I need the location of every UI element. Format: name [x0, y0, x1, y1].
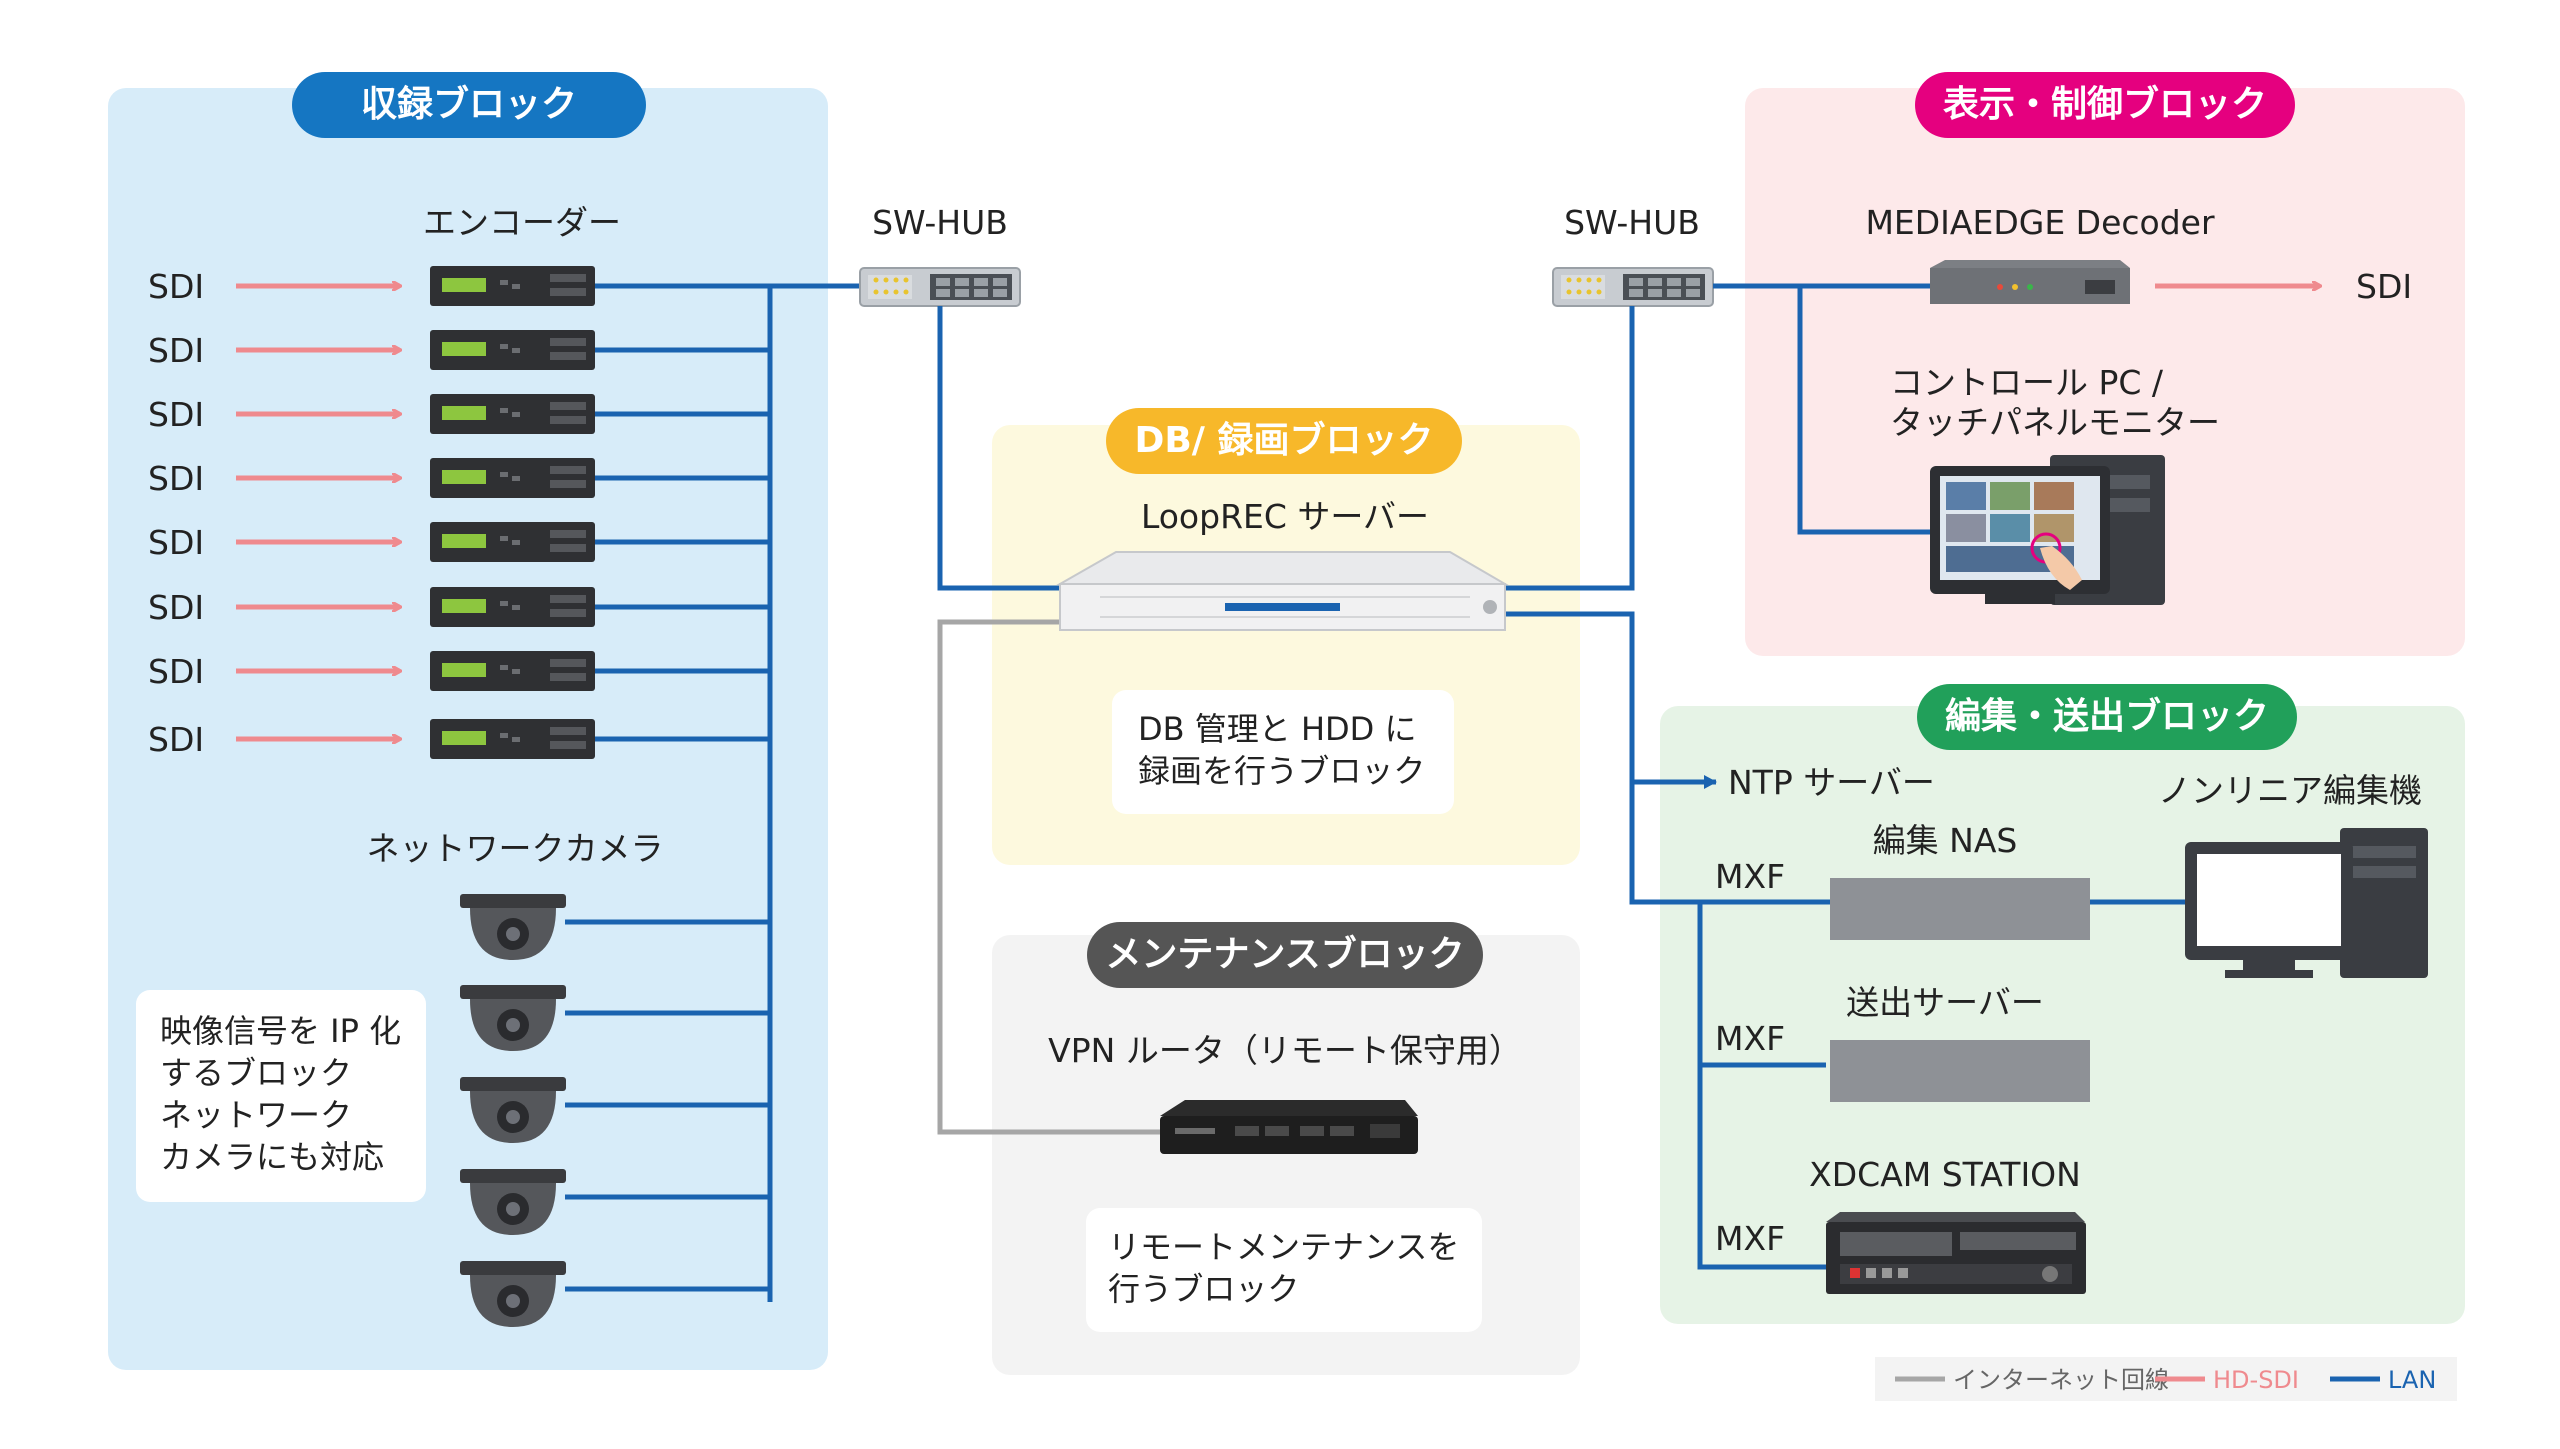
- maintenance-block-pill: メンテナンスブロック: [1087, 922, 1483, 988]
- edit-nas-icon: [1830, 878, 2090, 940]
- recording-note-text: 映像信号を IP 化 するブロック ネットワーク カメラにも対応: [160, 1012, 411, 1176]
- encoder-icon: [430, 522, 595, 562]
- control-pc-title-line: コントロール PC /: [1890, 363, 2164, 402]
- maintenance-note-text: リモートメンテナンスを 行うブロック: [1108, 1228, 1470, 1308]
- internet-link: [937, 619, 1160, 1135]
- right-hub-label: SW-HUB: [1564, 203, 1700, 242]
- control-pc-title-line: タッチパネルモニター: [1890, 403, 2220, 442]
- sdi-input-label: SDI: [148, 267, 204, 306]
- playout-server-icon: [1830, 1040, 2090, 1102]
- db-note-line: DB 管理と HDD に: [1138, 710, 1416, 748]
- db-block-pill: DB/ 録画ブロック: [1106, 408, 1462, 474]
- right-switch-hub-icon: [1552, 267, 1714, 307]
- control-pc-touch-monitor-icon: [1930, 455, 2165, 605]
- playout-server-title: 送出サーバー: [1846, 983, 2044, 1022]
- network-camera-icon: [460, 1261, 566, 1327]
- sdi-input-label: SDI: [148, 588, 204, 627]
- db-note: DB 管理と HDD に 録画を行うブロック: [1112, 690, 1454, 814]
- legend-hd-sdi-label: HD-SDI: [2213, 1366, 2299, 1394]
- sdi-input-label: SDI: [148, 395, 204, 434]
- mxf-label: MXF: [1715, 1019, 1785, 1058]
- nle-title: ノンリニア編集機: [2158, 771, 2422, 810]
- legend-internet-label: インターネット回線: [1953, 1366, 2169, 1394]
- network-camera-icon: [460, 894, 566, 960]
- maintenance-note: リモートメンテナンスを 行うブロック: [1086, 1208, 1482, 1332]
- left-hub-label: SW-HUB: [872, 203, 1008, 242]
- ntp-server-label: NTP サーバー: [1728, 763, 1935, 802]
- network-camera-stack: [460, 894, 770, 1327]
- sdi-input-label: SDI: [148, 459, 204, 498]
- network-camera-icon: [460, 985, 566, 1051]
- mxf-label: MXF: [1715, 1219, 1785, 1258]
- encoder-stack: [430, 266, 770, 759]
- loop-rec-server-icon: [1056, 551, 1509, 631]
- sdi-input-labels: SDI SDI SDI SDI SDI SDI SDI SDI: [148, 267, 400, 759]
- encoder-icon: [430, 651, 595, 691]
- left-switch-hub-icon: [859, 267, 1021, 307]
- camera-title: ネットワークカメラ: [367, 829, 664, 868]
- db-server-title: LoopREC サーバー: [1141, 497, 1429, 536]
- recording-note-line: ネットワーク: [160, 1096, 352, 1134]
- display-block-pill: 表示・制御ブロック: [1915, 72, 2295, 138]
- recording-note-line: カメラにも対応: [160, 1138, 384, 1176]
- sdi-input-label: SDI: [148, 720, 204, 759]
- maintenance-note-line: 行うブロック: [1108, 1270, 1299, 1308]
- legend-lan-label: LAN: [2388, 1366, 2436, 1394]
- sdi-input-label: SDI: [148, 523, 204, 562]
- encoder-icon: [430, 587, 595, 627]
- nle-workstation-icon: [2185, 828, 2428, 978]
- display-block-title: 表示・制御ブロック: [1943, 83, 2267, 125]
- sdi-input-label: SDI: [148, 652, 204, 691]
- network-camera-icon: [460, 1169, 566, 1235]
- db-block-title: DB/ 録画ブロック: [1134, 419, 1433, 461]
- encoder-icon: [430, 394, 595, 434]
- mxf-label: MXF: [1715, 857, 1785, 896]
- recording-note-line: 映像信号を IP 化: [160, 1012, 401, 1050]
- recording-lan-bus: [767, 283, 862, 1302]
- encoder-icon: [430, 330, 595, 370]
- encoder-title: エンコーダー: [423, 203, 621, 242]
- display-block-bg: [1745, 88, 2465, 656]
- db-note-line: 録画を行うブロック: [1138, 752, 1425, 790]
- vpn-router-title: VPN ルータ（リモート保守用）: [1048, 1031, 1522, 1070]
- encoder-icon: [430, 719, 595, 759]
- recording-note-line: するブロック: [160, 1054, 352, 1092]
- edit-nas-title: 編集 NAS: [1873, 821, 2018, 860]
- recording-block-title: 収録ブロック: [361, 83, 577, 125]
- encoder-icon: [430, 458, 595, 498]
- decoder-icon: [1930, 260, 2130, 304]
- encoder-icon: [430, 266, 595, 306]
- editing-block-pill: 編集・送出ブロック: [1917, 684, 2297, 750]
- editing-block-title: 編集・送出ブロック: [1945, 695, 2269, 737]
- sdi-input-label: SDI: [148, 331, 204, 370]
- decoder-title: MEDIAEDGE Decoder: [1865, 203, 2215, 242]
- legend: インターネット回線 HD-SDI LAN: [1875, 1357, 2457, 1401]
- xdcam-station-icon: [1826, 1212, 2086, 1294]
- vpn-router-icon: [1160, 1100, 1418, 1154]
- xdcam-title: XDCAM STATION: [1809, 1155, 2081, 1194]
- decoder-output-label: SDI: [2356, 267, 2412, 306]
- control-pc-title: コントロール PC / タッチパネルモニター: [1890, 363, 2220, 442]
- recording-note: 映像信号を IP 化 するブロック ネットワーク カメラにも対応: [136, 990, 426, 1202]
- maintenance-note-line: リモートメンテナンスを: [1108, 1228, 1459, 1266]
- db-note-text: DB 管理と HDD に 録画を行うブロック: [1138, 710, 1427, 790]
- recording-block-pill: 収録ブロック: [292, 72, 646, 138]
- maintenance-block-title: メンテナンスブロック: [1105, 933, 1464, 975]
- network-camera-icon: [460, 1077, 566, 1143]
